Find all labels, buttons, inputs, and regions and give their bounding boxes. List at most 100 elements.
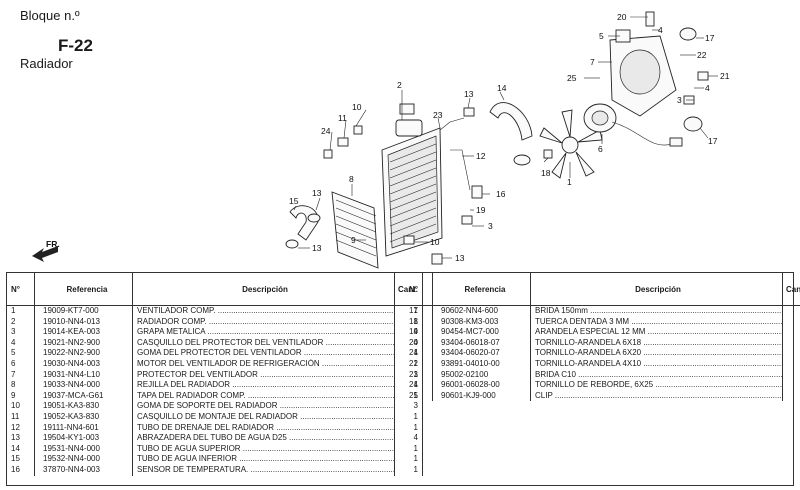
part-reference: 19031-NN4-L10: [34, 369, 133, 381]
part-reference: 93404-06020-07: [432, 348, 531, 359]
part-number: 22: [405, 358, 433, 370]
part-reference: 19111-NN4-601: [34, 422, 133, 434]
part-description-text: SENSOR DE TEMPERATURA.: [137, 465, 394, 476]
part-reference: 19009-KT7-000: [34, 305, 133, 317]
lower-hose-drawing: [289, 205, 319, 241]
part-reference: 93404-06018-07: [432, 337, 531, 349]
small-parts-drawing: [285, 103, 553, 265]
part-quantity: 2: [783, 306, 800, 317]
part-description: BRIDA C10: [530, 369, 783, 381]
part-reference: 37870-NN4-003: [34, 464, 133, 476]
callout-21: 21: [720, 71, 730, 81]
radiator-drawing: [381, 119, 443, 257]
part-description-text: GOMA DE SOPORTE DEL RADIADOR: [137, 401, 394, 412]
part-description-text: TUERCA DENTADA 3 MM: [535, 317, 782, 328]
part-number: 25: [405, 390, 433, 402]
table-header-row: N° Referencia Descripción Cant.: [7, 273, 423, 306]
part-quantity: 1: [394, 464, 423, 476]
part-description: CASQUILLO DEL PROTECTOR DEL VENTILADOR: [132, 337, 395, 349]
part-number: 1: [7, 305, 35, 317]
callout-24: 24: [321, 126, 331, 136]
part-description: TUERCA DENTADA 3 MM: [530, 316, 783, 328]
callout-7: 7: [590, 57, 595, 67]
callout-23: 23: [433, 110, 443, 120]
part-description-text: TORNILLO-ARANDELA 4X10: [535, 359, 782, 370]
part-reference: 19033-NN4-000: [34, 380, 133, 391]
upper-hose-drawing: [489, 102, 533, 141]
part-description: GOMA DEL PROTECTOR DEL VENTILADOR: [132, 348, 395, 359]
part-description-text: TORNILLO-ARANDELA 6X18: [535, 338, 782, 349]
column-header-reference: Referencia: [432, 273, 531, 306]
callout-5: 5: [599, 31, 604, 41]
column-header-description: Descripción: [530, 273, 783, 306]
callout-4b: 4: [705, 83, 710, 93]
callout-15: 15: [289, 196, 299, 206]
part-description: GRAPA METALICA: [132, 327, 395, 338]
part-quantity: 3: [394, 401, 423, 412]
part-reference: 19037-MCA-G61: [34, 390, 133, 402]
callout-10c: 13: [455, 253, 465, 263]
part-description: ABRAZADERA DEL TUBO DE AGUA D25: [132, 433, 395, 444]
part-description-text: CLIP: [535, 391, 782, 402]
front-direction-arrow: FR.: [32, 239, 60, 262]
part-description: PROTECTOR DEL VENTILADOR: [132, 369, 395, 381]
block-name: Radiador: [20, 56, 73, 71]
callout-8: 8: [349, 174, 354, 184]
part-description-text: BRIDA 150mm: [535, 306, 782, 317]
part-number: 6: [7, 358, 35, 370]
column-header-number: N°: [405, 273, 433, 306]
callout-labels: 20 5 4 17 22 25 7 21 4 3 6 17 2 14 10 13…: [289, 12, 730, 263]
part-number: 14: [7, 443, 35, 455]
fan-drawing: [539, 109, 603, 179]
callout-16: 16: [496, 189, 506, 199]
part-description: VENTILADOR COMP.: [132, 305, 395, 317]
callout-12: 12: [476, 151, 486, 161]
callout-14: 14: [497, 83, 507, 93]
part-reference: 19531-NN4-000: [34, 443, 133, 455]
front-direction-label: FR.: [46, 239, 60, 249]
part-description: ARANDELA ESPECIAL 12 MM: [530, 327, 783, 338]
leader-lines: [293, 16, 718, 259]
part-description-text: ARANDELA ESPECIAL 12 MM: [535, 327, 782, 338]
part-number: 15: [7, 454, 35, 465]
column-header-reference: Referencia: [34, 273, 133, 306]
callout-22: 22: [697, 50, 707, 60]
part-number: 11: [7, 411, 35, 423]
part-description-text: PROTECTOR DEL VENTILADOR: [137, 370, 394, 381]
part-quantity: 1: [783, 370, 800, 381]
part-number: 24: [405, 380, 433, 391]
part-quantity: 3: [783, 359, 800, 370]
callout-17: 17: [705, 33, 715, 43]
part-reference: 90601-KJ9-000: [432, 390, 531, 402]
part-quantity: 1: [394, 443, 423, 455]
parts-table-right: N° Referencia Descripción Cant. 1790602-…: [405, 273, 800, 402]
callout-13c: 13: [312, 243, 322, 253]
part-description: BRIDA 150mm: [530, 305, 783, 317]
callout-11: 11: [338, 113, 347, 123]
part-quantity: 1: [783, 317, 800, 328]
part-description-text: TUBO DE DRENAJE DEL RADIADOR: [137, 423, 394, 434]
part-reference: 90454-MC7-000: [432, 327, 531, 338]
callout-10: 10: [352, 102, 362, 112]
callout-18: 18: [541, 168, 551, 178]
part-description-text: GOMA DEL PROTECTOR DEL VENTILADOR: [137, 348, 394, 359]
part-description: CASQUILLO DE MONTAJE DEL RADIADOR: [132, 411, 395, 423]
callout-2: 2: [397, 80, 402, 90]
part-description-text: TORNILLO-ARANDELA 6X20: [535, 348, 782, 359]
